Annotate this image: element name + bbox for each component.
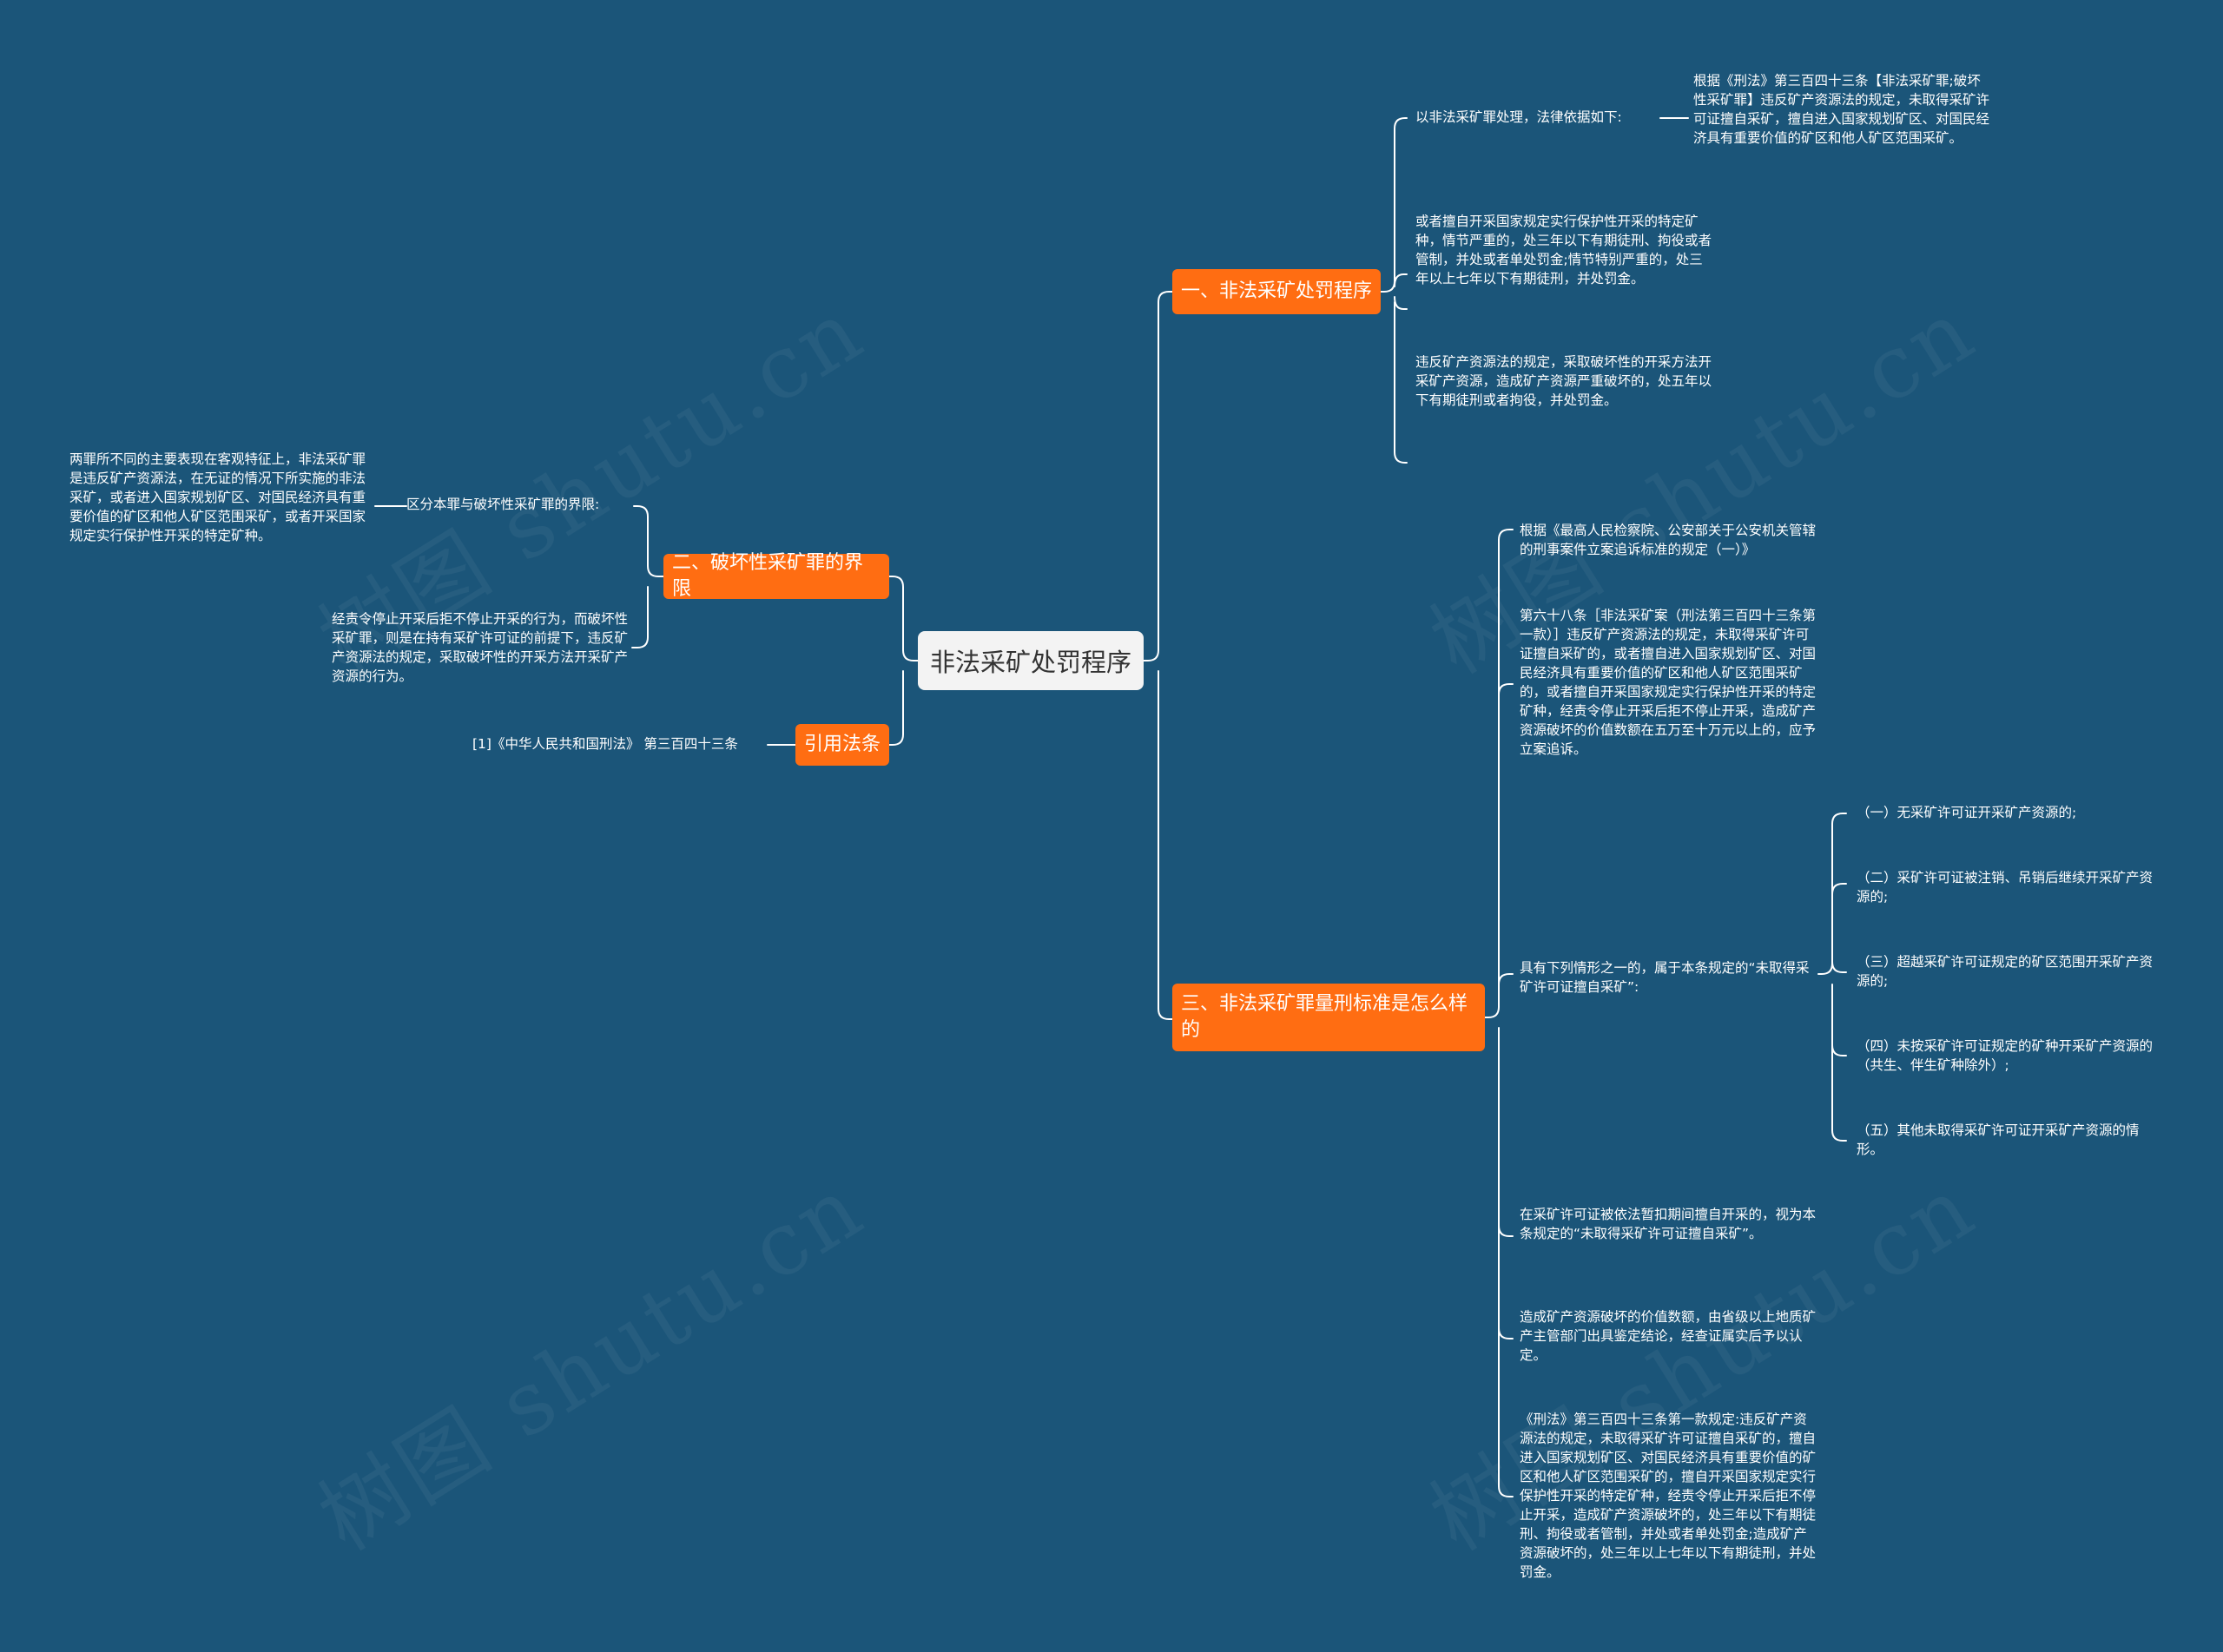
boundary-note: 经责令停止开采后拒不停止开采的行为，而破坏性采矿罪，则是在持有采矿许可证的前提下… [332,611,629,684]
boundary-distinguish-label: 区分本罪与破坏性采矿罪的界限: [406,497,600,512]
cite-item: [1]《中华人民共和国刑法》 第三百四十三条 [472,736,738,752]
procedure-item-2: 或者擅自开采国家规定实行保护性开采的特定矿种，情节严重的，处三年以下有期徒刑、拘… [1415,214,1712,286]
sentencing-item-1: 根据《最高人民检察院、公安部关于公安机关管辖的刑事案件立案追诉标准的规定（一）》 [1520,523,1817,557]
branch-procedure[interactable]: 一、非法采矿处罚程序 [1172,269,1381,314]
case-item: （三）超越采矿许可证规定的矿区范围开采矿产资源的; [1857,954,2154,989]
sentencing-item-2: 第六十八条［非法采矿案（刑法第三百四十三条第一款）］违反矿产资源法的规定，未取得… [1520,608,1817,757]
branch-cite[interactable]: 引用法条 [795,724,889,766]
sentencing-item-6: 《刑法》第三百四十三条第一款规定:违反矿产资源法的规定，未取得采矿许可证擅自采矿… [1520,1412,1817,1580]
sentencing-item-3: 具有下列情形之一的，属于本条规定的“未取得采矿许可证擅自采矿”: [1520,960,1810,995]
root-node[interactable]: 非法采矿处罚程序 [918,631,1144,690]
case-item: （二）采矿许可证被注销、吊销后继续开采矿产资源的; [1857,870,2154,905]
case-item: （四）未按采矿许可证规定的矿种开采矿产资源的（共生、伴生矿种除外）; [1857,1038,2154,1073]
sentencing-item-4: 在采矿许可证被依法暂扣期间擅自开采的，视为本条规定的“未取得采矿许可证擅自采矿”… [1520,1207,1817,1241]
procedure-basis-label: 以非法采矿罪处理，法律依据如下: [1415,109,1622,125]
branch-sentencing[interactable]: 三、非法采矿罪量刑标准是怎么样的 [1172,984,1485,1051]
case-item: （五）其他未取得采矿许可证开采矿产资源的情形。 [1857,1122,2140,1157]
procedure-item-3: 违反矿产资源法的规定，采取破坏性的开采方法开采矿产资源，造成矿产资源严重破坏的，… [1415,354,1712,408]
case-item: （一）无采矿许可证开采矿产资源的; [1857,805,2077,820]
procedure-basis-detail: 根据《刑法》第三百四十三条【非法采矿罪;破坏性采矿罪】违反矿产资源法的规定，未取… [1693,73,1990,146]
branch-boundary[interactable]: 二、破坏性采矿罪的界限 [663,552,889,600]
boundary-distinguish-detail: 两罪所不同的主要表现在客观特征上，非法采矿罪是违反矿产资源法，在无证的情况下所实… [69,451,366,543]
sentencing-item-5: 造成矿产资源破坏的价值数额，由省级以上地质矿产主管部门出具鉴定结论，经查证属实后… [1520,1309,1817,1363]
